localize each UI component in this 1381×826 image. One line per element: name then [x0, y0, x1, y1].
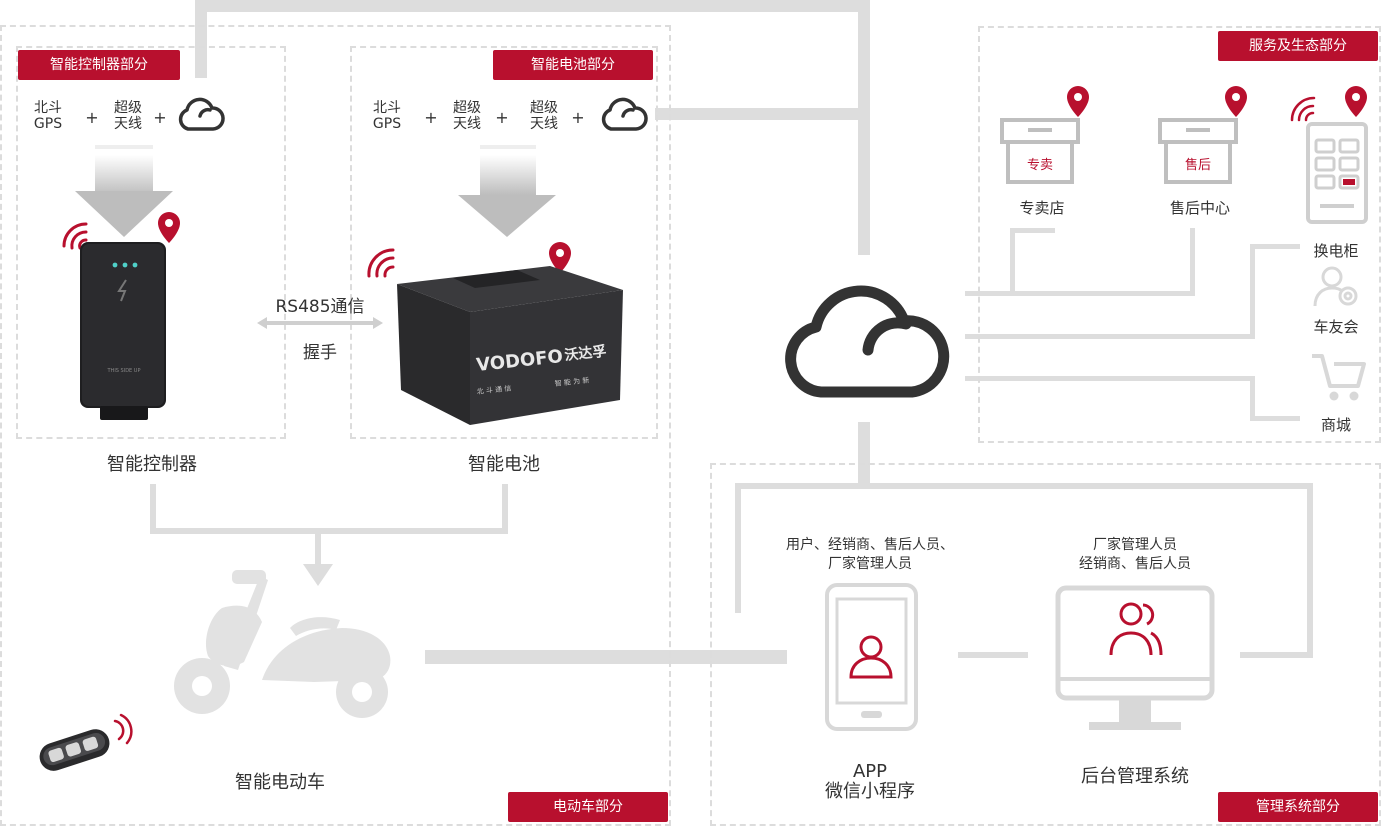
- formula-beidou-gps: 北斗 GPS: [28, 100, 68, 132]
- rs485-label: RS485通信: [275, 297, 365, 317]
- down-arrow-icon: [458, 145, 556, 237]
- battery-section-box: [350, 46, 658, 439]
- formula-tianxian-text: 天线: [530, 116, 558, 132]
- connector-line: [1250, 416, 1300, 421]
- connector-line: [858, 0, 870, 255]
- backend-label: 后台管理系统: [1081, 766, 1189, 787]
- connector-line: [150, 484, 156, 534]
- management-section-box: [710, 463, 1381, 826]
- connector-line: [195, 0, 870, 12]
- plus-sign: +: [495, 108, 509, 127]
- plus-sign: +: [424, 108, 438, 127]
- formula-gps-text: GPS: [33, 116, 63, 132]
- store-icon: [1000, 86, 1089, 184]
- connector-line: [1240, 652, 1313, 658]
- connector-line: [1010, 228, 1015, 296]
- connector-line: [1190, 228, 1195, 296]
- after-sales-box-text: 售后: [1184, 158, 1211, 173]
- connector-line: [150, 528, 508, 534]
- battery-brand-cn-text: 沃达孚: [564, 343, 608, 364]
- formula-chaoji-text: 超级: [530, 100, 558, 116]
- backend-users-text: 厂家管理人员 经销商、售后人员: [1030, 536, 1240, 574]
- store-box-text: 专卖: [1026, 158, 1053, 173]
- after-sales-label: 售后中心: [1169, 199, 1230, 217]
- mall-label: 商城: [1320, 416, 1351, 434]
- battery-section-badge: 智能电池部分: [493, 50, 653, 80]
- battery-label: 智能电池: [468, 454, 540, 475]
- formula-gps-text: GPS: [372, 116, 402, 132]
- ev-label: 智能电动车: [235, 772, 325, 793]
- car-club-icon: [1313, 266, 1358, 307]
- formula-tianxian-text: 天线: [114, 116, 142, 132]
- store-label: 专卖店: [1019, 199, 1065, 217]
- app-label-line-1: APP: [852, 761, 888, 782]
- formula-super-antenna: 超级 天线: [447, 100, 487, 132]
- after-sales-icon: [1158, 86, 1247, 184]
- formula-super-antenna: 超级 天线: [524, 100, 564, 132]
- cloud-icon: [178, 97, 225, 131]
- backend-monitor-icon: [1055, 585, 1215, 730]
- plus-sign: +: [153, 108, 167, 127]
- device-side-text: THIS SIDE UP: [107, 368, 141, 374]
- management-section-badge: 管理系统部分: [1218, 792, 1378, 822]
- smart-battery-device: VODOFO 沃达孚 北 斗 通 信 智 能 为 新: [367, 242, 623, 425]
- central-cloud-icon: [785, 285, 950, 398]
- down-arrow-icon: [303, 564, 333, 586]
- app-users-text: 用户、经销商、售后人员、 厂家管理人员: [760, 536, 980, 574]
- shopping-cart-icon: [1312, 354, 1366, 401]
- formula-super-antenna: 超级 天线: [108, 100, 148, 132]
- formula-chaoji-text: 超级: [114, 100, 142, 116]
- backend-users-line-2: 经销商、售后人员: [1079, 556, 1191, 572]
- app-label: APP 微信小程序: [800, 762, 940, 802]
- connector-line: [735, 483, 741, 613]
- battery-swap-label: 换电柜: [1313, 242, 1359, 260]
- plus-sign: +: [85, 108, 99, 127]
- connector-line: [965, 376, 1255, 381]
- connector-line: [735, 483, 1313, 489]
- service-section-box: [978, 26, 1381, 443]
- connector-line: [1250, 376, 1255, 421]
- controller-section-badge: 智能控制器部分: [18, 50, 180, 80]
- connector-line: [655, 108, 870, 120]
- app-label-line-2: 微信小程序: [825, 781, 915, 802]
- connector-line: [315, 528, 321, 568]
- connector-line: [965, 334, 1255, 339]
- connector-line: [858, 422, 870, 486]
- battery-swap-cabinet-icon: [1290, 86, 1368, 224]
- connector-line: [965, 291, 1195, 296]
- connector-line: [1307, 483, 1313, 658]
- connector-line: [195, 0, 207, 78]
- smart-controller-device: THIS SIDE UP: [62, 212, 180, 420]
- handshake-label: 握手: [303, 343, 337, 363]
- ev-section-box: [0, 25, 671, 826]
- formula-tianxian-text: 天线: [453, 116, 481, 132]
- double-arrow-icon: [257, 317, 383, 329]
- formula-chaoji-text: 超级: [453, 100, 481, 116]
- key-fob-icon: [39, 713, 133, 771]
- connector-line: [958, 652, 1028, 658]
- cloud-icon: [601, 97, 648, 131]
- car-club-label: 车友会: [1313, 318, 1359, 336]
- app-users-line-1: 用户、经销商、售后人员、: [786, 537, 954, 553]
- controller-label: 智能控制器: [107, 454, 197, 475]
- connector-line: [425, 650, 787, 664]
- connector-line: [502, 484, 508, 534]
- controller-section-box: [16, 46, 286, 439]
- formula-beidou-text: 北斗: [373, 100, 401, 116]
- ev-section-badge: 电动车部分: [508, 792, 668, 822]
- app-users-line-2: 厂家管理人员: [828, 556, 912, 572]
- battery-slogan-left: 北 斗 通 信: [476, 383, 511, 396]
- connector-line: [1010, 228, 1055, 233]
- service-section-badge: 服务及生态部分: [1218, 31, 1378, 61]
- connector-line: [1250, 244, 1300, 249]
- connector-line: [1250, 244, 1255, 339]
- scooter-icon: [174, 570, 391, 718]
- mobile-app-icon: [825, 583, 918, 731]
- battery-slogan-right: 智 能 为 新: [554, 375, 589, 388]
- plus-sign: +: [571, 108, 585, 127]
- down-arrow-icon: [75, 145, 173, 237]
- formula-beidou-gps: 北斗 GPS: [367, 100, 407, 132]
- backend-users-line-1: 厂家管理人员: [1093, 537, 1177, 553]
- formula-beidou-text: 北斗: [34, 100, 62, 116]
